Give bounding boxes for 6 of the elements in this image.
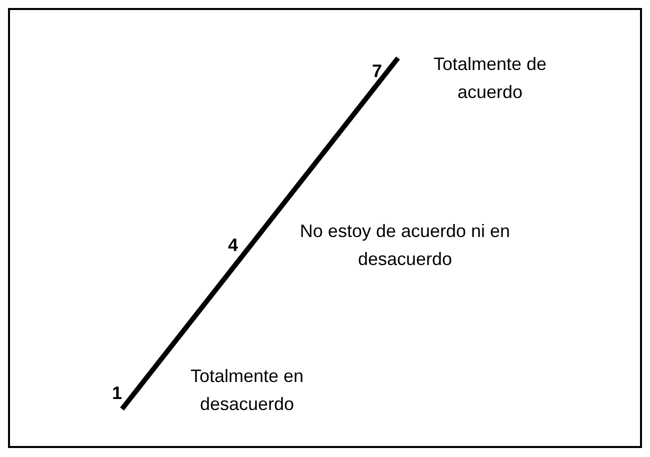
scale-value: 7	[370, 60, 383, 83]
scale-value: 4	[226, 234, 239, 257]
scale-value: 1	[110, 382, 123, 405]
scale-anchor-label: Totalmente de acuerdo	[432, 53, 548, 104]
scale-anchor-label: Totalmente en desacuerdo	[189, 365, 305, 416]
scale-anchor-label: No estoy de acuerdo ni en desacuerdo	[298, 220, 512, 271]
